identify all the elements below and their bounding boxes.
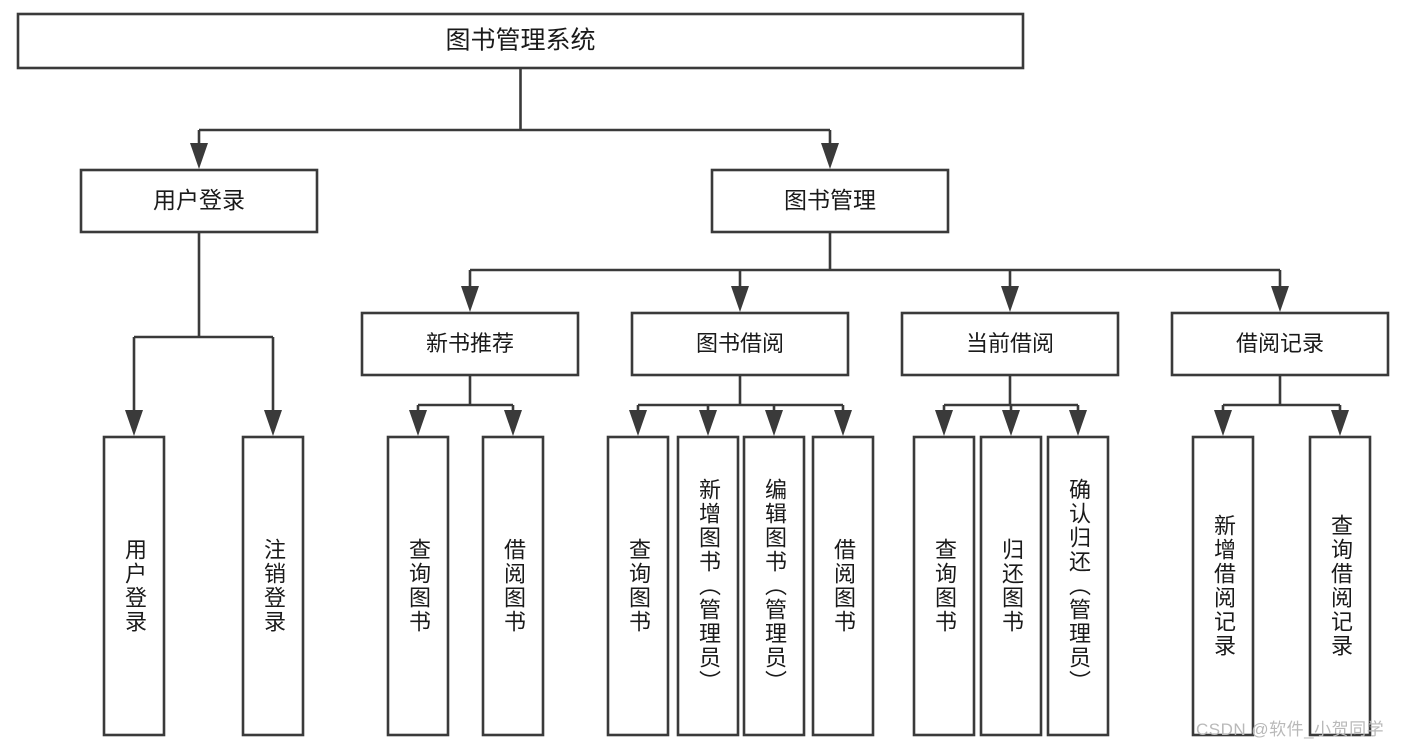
node-leaf-leaf-query-record[interactable]	[1308, 435, 1372, 737]
connector-user-login	[125, 232, 282, 436]
node-leaf-leaf-query-book-1[interactable]	[386, 435, 450, 737]
node-leaf-leaf-borrow-book-2[interactable]	[811, 435, 875, 737]
node-leaf-leaf-add-record[interactable]	[1191, 435, 1255, 737]
connector-book-manage	[461, 232, 1289, 312]
node-l3-current-borrow[interactable]: 当前借阅	[900, 311, 1120, 377]
connector-book-borrow	[629, 375, 852, 436]
connector-root	[190, 68, 839, 169]
connector-borrow-record	[1214, 375, 1349, 436]
node-leaf-leaf-confirm-return[interactable]	[1046, 435, 1110, 737]
connector-current-borrow	[935, 375, 1087, 436]
node-l2-book-manage[interactable]: 图书管理	[710, 168, 950, 234]
node-leaf-leaf-edit-book[interactable]	[742, 435, 806, 737]
node-l3-book-borrow-label: 图书借阅	[696, 331, 784, 356]
connector-layer	[125, 68, 1349, 436]
node-leaf-leaf-borrow-book-1[interactable]	[481, 435, 545, 737]
csdn-watermark: CSDN @软件_小贺同学	[1196, 720, 1385, 739]
node-l2-user-login[interactable]: 用户登录	[79, 168, 319, 234]
node-root-root[interactable]: 图书管理系统	[16, 12, 1025, 70]
node-l3-new-book-recommend-label: 新书推荐	[426, 331, 514, 356]
node-l3-book-borrow[interactable]: 图书借阅	[630, 311, 850, 377]
node-l3-new-book-recommend[interactable]: 新书推荐	[360, 311, 580, 377]
node-leaf-leaf-logout[interactable]	[241, 435, 305, 737]
node-l2-user-login-label: 用户登录	[153, 187, 245, 213]
node-leaf-leaf-query-book-2[interactable]	[606, 435, 670, 737]
node-l3-borrow-record-label: 借阅记录	[1236, 331, 1324, 356]
node-root-root-label: 图书管理系统	[445, 27, 595, 55]
node-l3-borrow-record[interactable]: 借阅记录	[1170, 311, 1390, 377]
node-leaf-leaf-return-book[interactable]	[979, 435, 1043, 737]
node-leaf-leaf-add-book[interactable]	[676, 435, 740, 737]
node-l2-book-manage-label: 图书管理	[784, 187, 876, 213]
node-leaf-leaf-user-login[interactable]	[102, 435, 166, 737]
connector-new-book-recommend	[409, 375, 522, 436]
node-l3-current-borrow-label: 当前借阅	[966, 331, 1054, 356]
node-leaf-leaf-query-book-3[interactable]	[912, 435, 976, 737]
